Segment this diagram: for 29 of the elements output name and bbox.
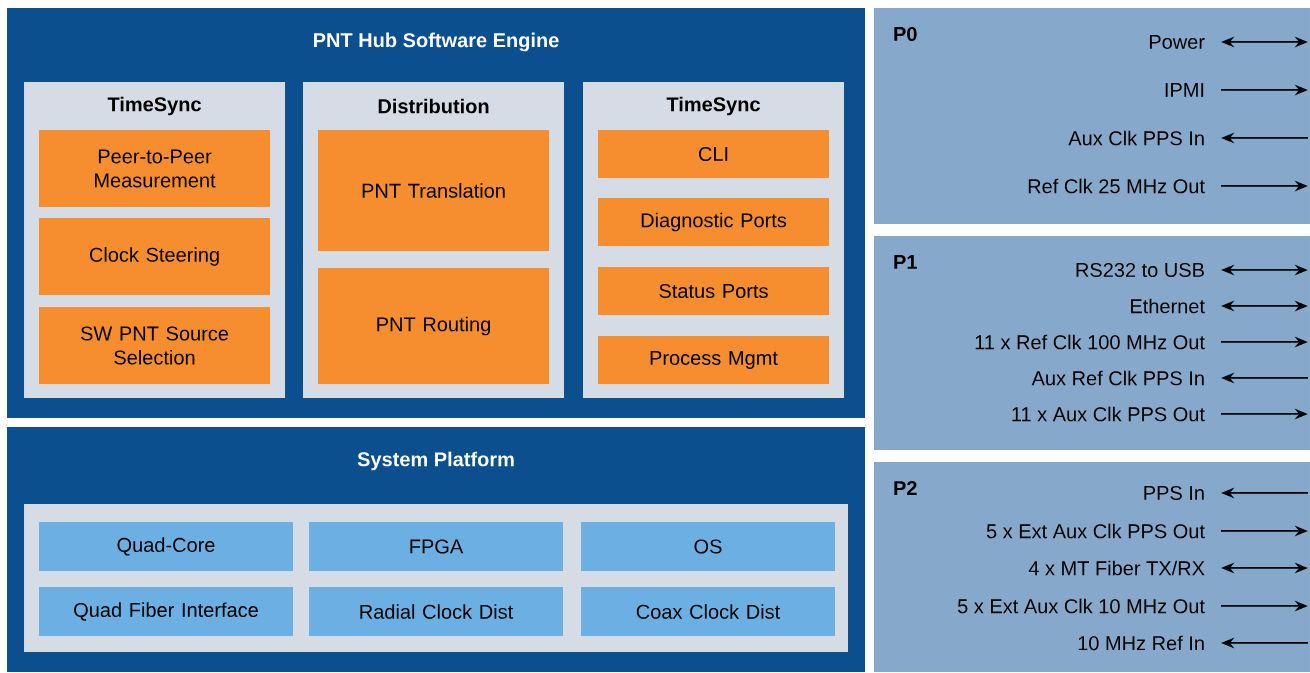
- component-box: OS: [581, 522, 835, 571]
- signal-label: RS232 to USB: [1076, 262, 1204, 278]
- function-box: PNT Routing: [318, 268, 549, 384]
- function-box: Clock Steering: [39, 218, 270, 295]
- signal-label: Ethernet: [1131, 298, 1205, 314]
- signal-label: IPMI: [1165, 83, 1204, 97]
- signal-label: PPS In: [1144, 485, 1204, 501]
- function-box: Peer-to-Peer Measurement: [39, 130, 270, 207]
- signal-label: 4 x MT Fiber TX/RX: [1028, 560, 1205, 576]
- component-box: Coax Clock Dist: [581, 587, 835, 636]
- function-box: Process Mgmt: [598, 336, 829, 384]
- signal-label: 5 x Ext Aux Clk 10 MHz Out: [957, 598, 1205, 614]
- signal-label: 11 x Aux Clk PPS Out: [1012, 406, 1205, 422]
- component-box: Radial Clock Dist: [309, 587, 563, 636]
- component-box: FPGA: [309, 522, 563, 571]
- component-box: Quad Fiber Interface: [39, 587, 293, 636]
- function-box: CLI: [598, 130, 829, 178]
- signal-label: 10 MHz Ref In: [1078, 635, 1204, 651]
- component-box: Quad-Core: [39, 522, 293, 571]
- signal-label: Ref Clk 25 MHz Out: [1028, 178, 1205, 194]
- function-box: Status Ports: [598, 267, 829, 315]
- signal-label: Aux Ref Clk PPS In: [1031, 370, 1204, 386]
- signal-label: 5 x Ext Aux Clk PPS Out: [986, 523, 1205, 539]
- function-box: SW PNT Source Selection: [39, 307, 270, 384]
- function-box: PNT Translation: [318, 130, 549, 251]
- signal-label: Aux Clk PPS In: [1068, 130, 1204, 146]
- function-box: Diagnostic Ports: [598, 198, 829, 246]
- signal-label: 11 x Ref Clk 100 MHz Out: [975, 334, 1205, 350]
- signal-label: Power: [1149, 35, 1205, 49]
